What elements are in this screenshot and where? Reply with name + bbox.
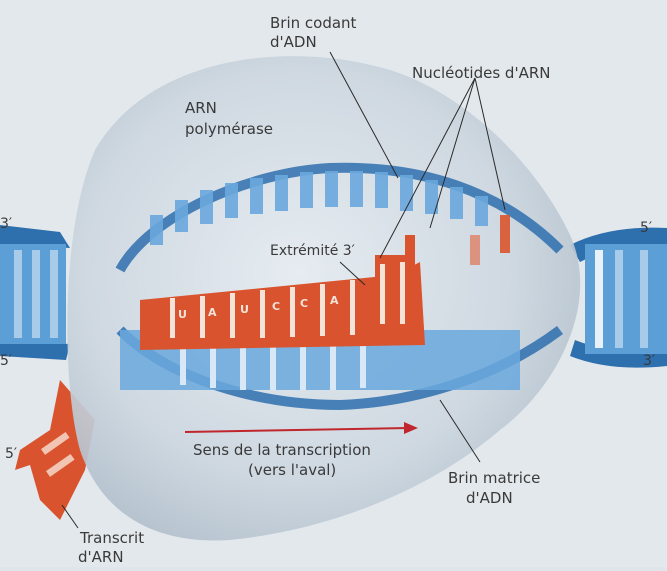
label-brin-matrice-line1: Brin matrice — [448, 469, 540, 487]
rna-base-3: U — [240, 303, 249, 316]
label-brin-codant-line1: Brin codant — [270, 14, 357, 32]
label-arn-polymerase-line2: polymérase — [185, 120, 273, 138]
rna-base-1: U — [178, 308, 187, 321]
rna-base-6: A — [330, 294, 339, 307]
label-extremite-3: Extrémité 3′ — [270, 243, 355, 259]
end-right-top: 5′ — [640, 220, 652, 236]
end-rna-5: 5′ — [5, 446, 17, 462]
rna-base-2: A — [208, 306, 217, 319]
dna-duplex-left — [0, 225, 70, 360]
end-left-top: 3′ — [0, 216, 12, 232]
label-sens-transcription-line2: (vers l'aval) — [248, 461, 336, 479]
rna-base-5: C — [300, 297, 308, 310]
label-brin-matrice-line2: d'ADN — [466, 489, 513, 507]
label-transcrit-arn-line2: d'ARN — [78, 548, 124, 566]
rna-base-4: C — [272, 300, 280, 313]
label-sens-transcription-line1: Sens de la transcription — [193, 441, 371, 459]
label-brin-codant-line2: d'ADN — [270, 33, 317, 51]
end-left-bottom: 5′ — [0, 353, 12, 369]
label-arn-polymerase-line1: ARN — [185, 99, 217, 117]
end-right-bottom: 3′ — [643, 353, 655, 369]
label-transcrit-arn-line1: Transcrit — [79, 529, 144, 547]
label-nucleotides-arn: Nucléotides d'ARN — [412, 64, 550, 82]
